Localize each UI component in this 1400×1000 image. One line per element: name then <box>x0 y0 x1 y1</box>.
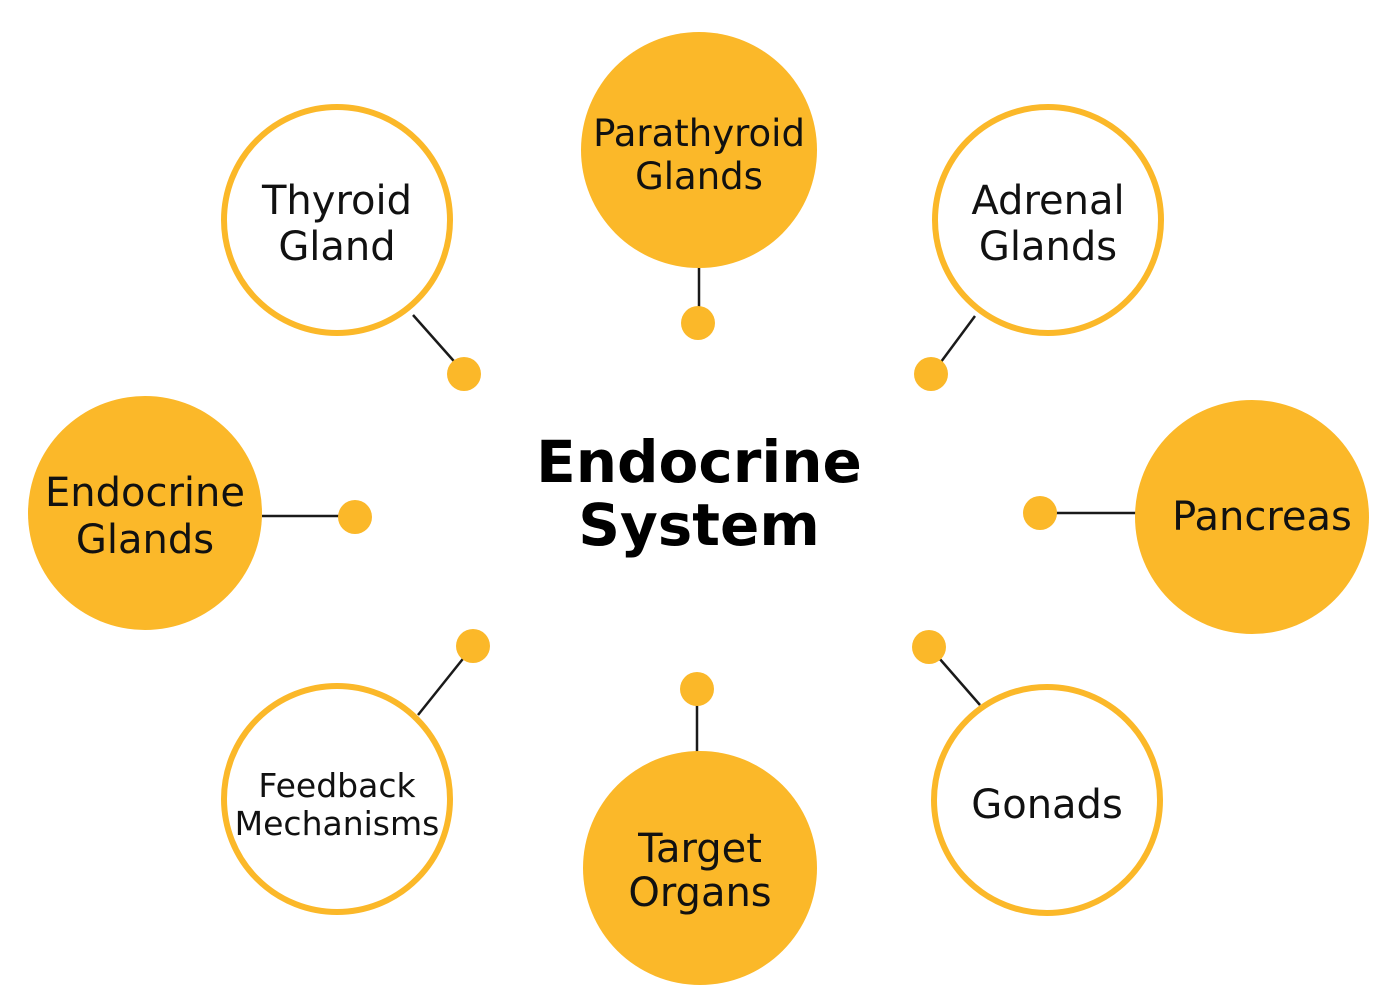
dot-adrenal <box>914 357 948 391</box>
node-pancreas-circle <box>1135 400 1369 634</box>
node-endocrine-glands-circle <box>28 396 262 630</box>
node-adrenal-label-line1: Adrenal <box>971 178 1124 224</box>
dot-thyroid <box>447 357 481 391</box>
node-endocrine-glands-label-line2: Glands <box>76 517 214 563</box>
node-parathyroid-circle <box>581 32 817 268</box>
dot-endocrine-glands <box>338 500 372 534</box>
node-thyroid-circle <box>221 104 453 336</box>
connector-thyroid <box>412 314 461 369</box>
node-thyroid-label-line2: Gland <box>278 224 395 270</box>
node-thyroid-label-line1: Thyroid <box>261 178 412 224</box>
node-thyroid-gland: Thyroid Gland <box>221 104 453 336</box>
dot-feedback <box>456 629 490 663</box>
node-feedback-label-line2: Mechanisms <box>235 804 440 843</box>
node-gonads-label: Gonads <box>971 782 1123 828</box>
dot-pancreas <box>1023 496 1057 530</box>
node-feedback-mechanisms: Feedback Mechanisms <box>221 683 453 915</box>
node-target-label-line1: Target <box>637 826 762 872</box>
node-pancreas-label: Pancreas <box>1172 494 1352 540</box>
node-target-circle <box>583 751 817 985</box>
node-pancreas: Pancreas <box>1135 400 1369 634</box>
dot-parathyroid <box>681 306 715 340</box>
node-feedback-label-line1: Feedback <box>258 766 416 805</box>
node-parathyroid-label-line1: Parathyroid <box>593 112 805 155</box>
node-endocrine-glands: Endocrine Glands <box>28 396 262 630</box>
node-gonads: Gonads <box>931 684 1163 916</box>
node-gonads-circle <box>931 684 1163 916</box>
connector-dots <box>338 306 1057 706</box>
dot-target <box>680 672 714 706</box>
node-adrenal-label-line2: Glands <box>979 224 1117 270</box>
node-target-label-line2: Organs <box>628 870 771 916</box>
center-title: Endocrine System <box>536 428 862 559</box>
node-adrenal-glands: Adrenal Glands <box>932 104 1164 336</box>
node-target-organs: Target Organs <box>583 751 817 985</box>
node-feedback-circle <box>221 683 453 915</box>
center-title-line1: Endocrine <box>536 428 862 496</box>
node-adrenal-circle <box>932 104 1164 336</box>
node-endocrine-glands-label-line1: Endocrine <box>45 470 245 516</box>
center-title-line2: System <box>578 491 820 559</box>
node-parathyroid-label-line2: Glands <box>635 155 763 198</box>
node-parathyroid-glands: Parathyroid Glands <box>581 32 817 268</box>
dot-gonads <box>912 630 946 664</box>
connector-feedback <box>417 649 471 716</box>
